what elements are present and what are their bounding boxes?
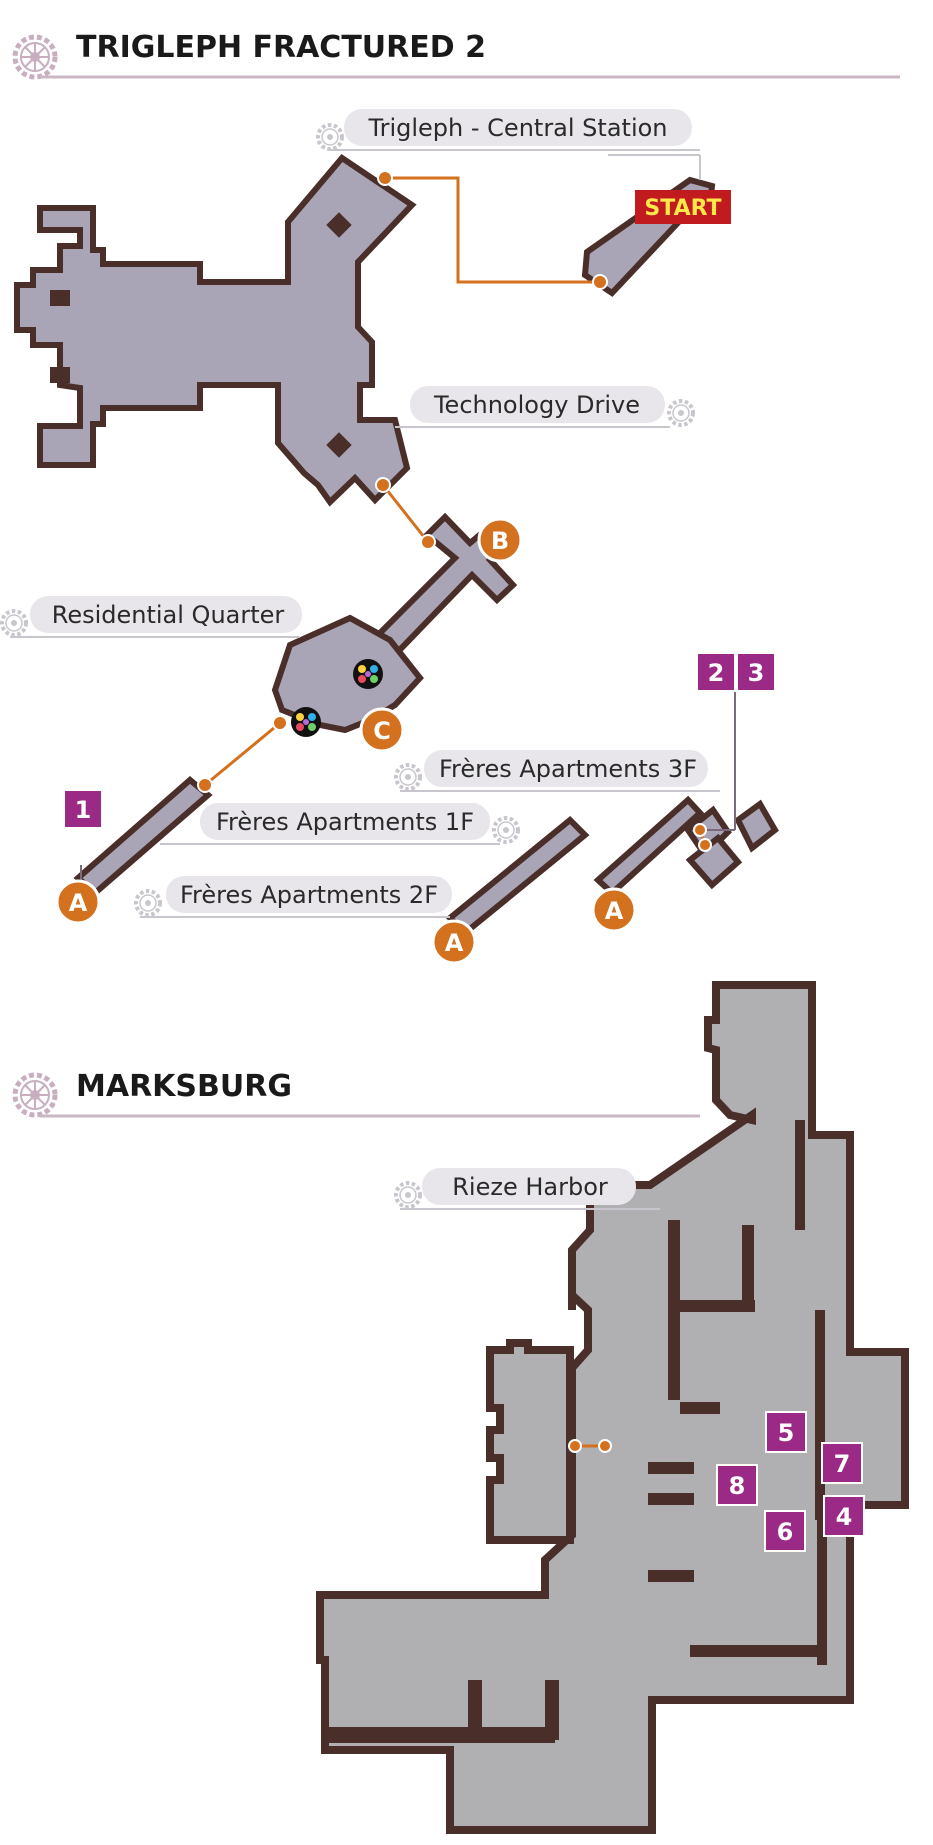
location-rieze-harbor: Rieze Harbor <box>394 1168 660 1210</box>
marker-a-3f: A <box>591 887 637 933</box>
color-orb-icon <box>353 659 383 689</box>
location-technology-drive: Technology Drive <box>395 386 695 428</box>
marksburg-route <box>568 1439 612 1453</box>
gear-icon <box>134 889 162 917</box>
location-freres-3f: Frères Apartments 3F <box>394 750 720 792</box>
section-title-marksburg: MARKSBURG <box>76 1069 292 1104</box>
badge-1: 1 <box>63 789 103 829</box>
location-label: Frères Apartments 2F <box>180 881 438 909</box>
gear-icon <box>667 399 695 427</box>
location-label: Trigleph - Central Station <box>367 114 667 142</box>
badge-4: 4 <box>823 1495 865 1537</box>
location-label: Frères Apartments 3F <box>439 755 697 783</box>
marker-a-2f: A <box>431 919 477 965</box>
badge-5-label: 5 <box>778 1419 795 1447</box>
gear-icon <box>316 123 344 151</box>
route-dots <box>197 170 712 852</box>
section-title-trigleph: TRIGLEPH FRACTURED 2 <box>76 30 486 65</box>
start-marker: START <box>635 190 731 224</box>
marker-a-1f: A <box>55 879 101 925</box>
gear-icon <box>15 37 55 77</box>
central-station-floor <box>14 154 417 507</box>
badge-2: 2 <box>696 652 736 692</box>
location-label: Rieze Harbor <box>452 1173 608 1201</box>
location-label: Technology Drive <box>433 391 640 419</box>
marker-a-label: A <box>605 897 624 925</box>
badge-6-label: 6 <box>777 1518 794 1546</box>
color-orb-icon <box>291 707 321 737</box>
badge-5: 5 <box>765 1411 807 1453</box>
gear-icon <box>15 1075 55 1115</box>
location-label: Residential Quarter <box>52 601 285 629</box>
marker-a-label: A <box>445 929 464 957</box>
gear-icon <box>394 763 422 791</box>
gear-icon <box>394 1181 422 1209</box>
marker-b: B <box>477 517 523 563</box>
badge-7: 7 <box>821 1442 863 1484</box>
marker-a-label: A <box>69 889 88 917</box>
marksburg-header: MARKSBURG <box>15 1069 700 1118</box>
freres-3f-floor <box>593 795 705 898</box>
location-label: Frères Apartments 1F <box>216 808 474 836</box>
freres-3f-room-east <box>734 799 779 853</box>
badge-2-label: 2 <box>708 659 725 687</box>
location-freres-2f: Frères Apartments 2F <box>134 876 452 918</box>
trigleph-header: TRIGLEPH FRACTURED 2 <box>15 30 900 77</box>
marksburg-west-annex <box>486 1339 574 1544</box>
badge-4-label: 4 <box>836 1503 853 1531</box>
gear-icon <box>0 609 28 637</box>
marksburg-main-floor <box>316 981 909 1834</box>
badge-8-label: 8 <box>729 1472 746 1500</box>
marker-c-label: C <box>373 717 391 745</box>
trigleph-routes <box>80 154 736 896</box>
gear-icon <box>492 816 520 844</box>
badge-6: 6 <box>764 1510 806 1552</box>
badge-1-label: 1 <box>75 796 92 824</box>
location-residential-quarter: Residential Quarter <box>0 596 302 638</box>
start-label: START <box>644 196 721 221</box>
badge-3: 3 <box>736 652 776 692</box>
badge-3-label: 3 <box>748 659 765 687</box>
marker-c: C <box>359 707 405 753</box>
badge-8: 8 <box>716 1464 758 1506</box>
marksburg-map <box>316 981 909 1834</box>
location-central-station: Trigleph - Central Station <box>316 109 700 151</box>
badge-7-label: 7 <box>834 1450 851 1478</box>
marker-b-label: B <box>491 527 509 555</box>
location-freres-1f: Frères Apartments 1F <box>160 803 520 845</box>
